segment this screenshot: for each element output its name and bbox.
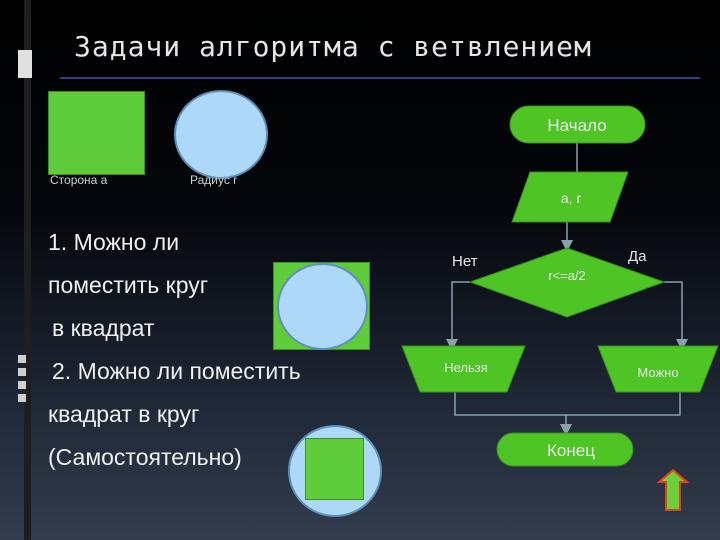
- accent-tick: [18, 394, 26, 402]
- end-terminator: [496, 432, 634, 467]
- end-text: Конец: [547, 441, 595, 460]
- condition-text: r<=a/2: [548, 268, 586, 283]
- no-label: Нет: [452, 253, 478, 270]
- condition-diamond: [468, 247, 666, 318]
- task-line-2: поместить круг: [48, 272, 209, 298]
- task-line-1: 1. Можно ли: [48, 229, 180, 255]
- accent-tick: [18, 381, 26, 389]
- start-terminator: [509, 105, 646, 144]
- circle-shape: [174, 90, 268, 179]
- square-label: Сторона а: [50, 173, 108, 187]
- task-line-4: 2. Можно ли поместить: [52, 358, 301, 384]
- input-text: a, r: [561, 190, 582, 206]
- square-in-circle-square: [305, 438, 364, 500]
- circle-in-square-circle: [277, 263, 368, 350]
- yes-result-text: Можно: [637, 365, 678, 380]
- connector-merge: [454, 392, 681, 416]
- task-line-6: (Самостоятельно): [48, 444, 242, 470]
- input-parallelogram: [511, 171, 629, 223]
- left-accent-bar: [24, 0, 31, 540]
- title-underline: [60, 77, 700, 79]
- no-result-text: Нельзя: [444, 360, 488, 375]
- accent-tick: [18, 355, 26, 363]
- task-line-3: в квадрат: [52, 315, 155, 341]
- yes-label: Да: [628, 248, 647, 265]
- slide-title: Задачи алгоритма с ветвлением: [74, 30, 592, 63]
- accent-tick: [18, 368, 26, 376]
- accent-block-top: [18, 50, 32, 78]
- circle-label: Радиус r: [190, 173, 238, 187]
- yes-result-shape: [597, 345, 719, 393]
- no-result-shape: [401, 345, 526, 393]
- task-line-5: квадрат в круг: [48, 401, 200, 427]
- start-text: Начало: [547, 116, 606, 135]
- connector-no-branch: [446, 281, 470, 351]
- square-shape: [48, 91, 145, 175]
- connector-yes-branch: [664, 281, 688, 351]
